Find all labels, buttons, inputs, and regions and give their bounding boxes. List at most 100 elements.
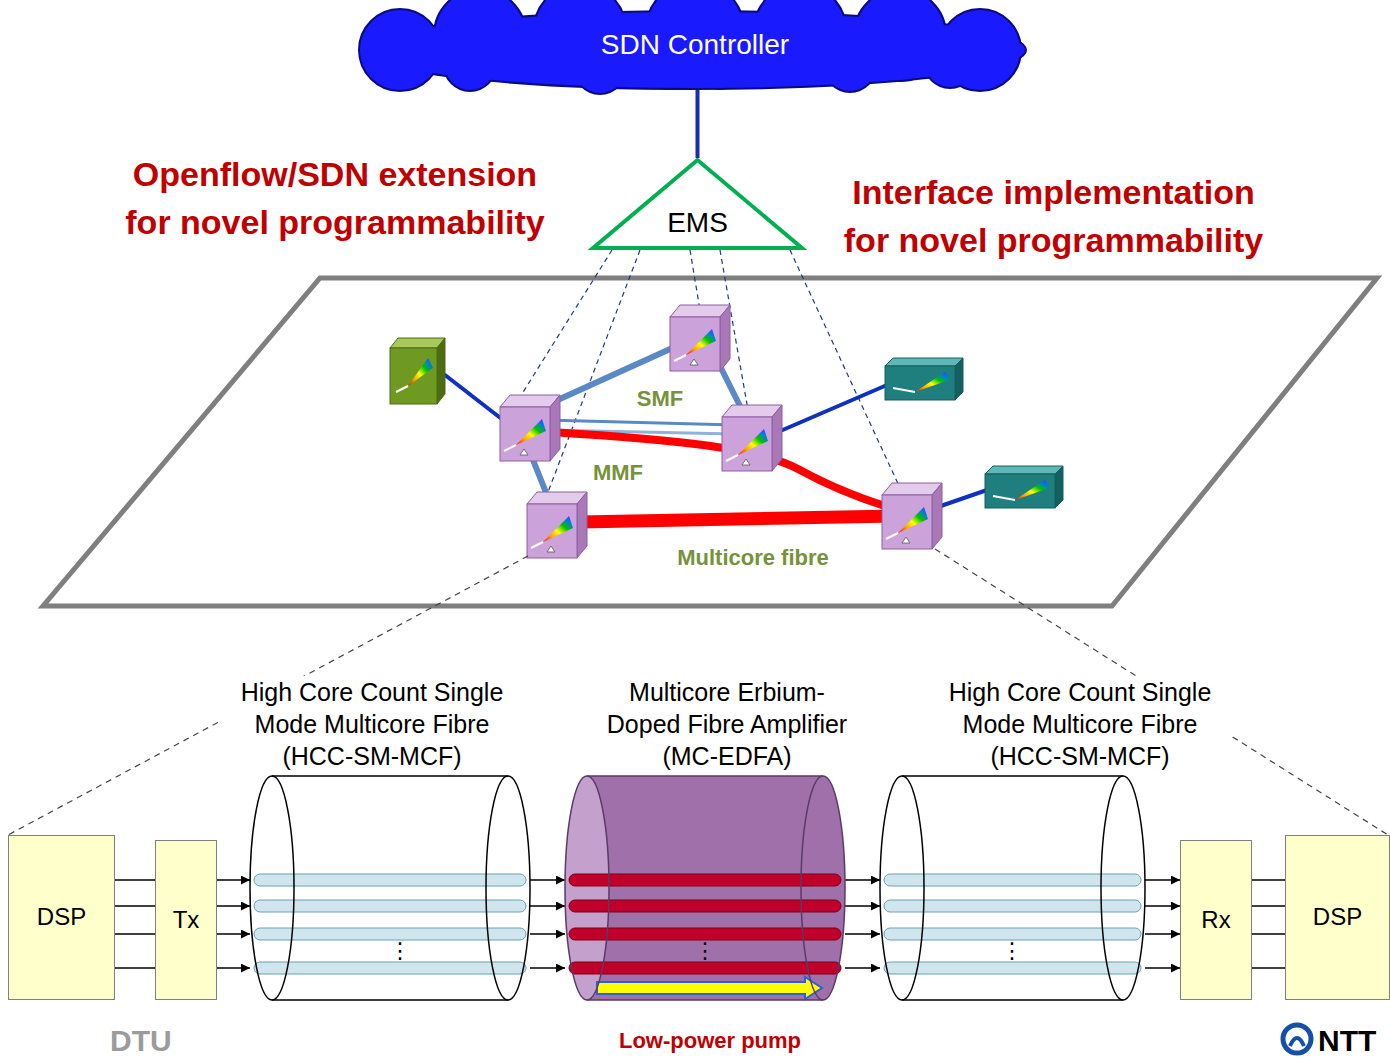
ellipsis-mark: ⋮ (389, 940, 411, 962)
annotation: Interface implementation for novel progr… (826, 168, 1281, 264)
node-label: Tx (173, 906, 200, 935)
management-line (690, 250, 700, 310)
amplifier-fill (565, 776, 845, 1000)
cylinder-end (1101, 776, 1145, 1000)
transceiver-icon (985, 466, 1063, 508)
fibre-line (217, 879, 250, 881)
fibre-line (115, 879, 155, 881)
fibre-line (696, 90, 700, 158)
annotation: Openflow/SDN extension for novel program… (115, 150, 555, 246)
fibre-line (1145, 933, 1180, 935)
node-label: Rx (1201, 906, 1230, 935)
ems-triangle: EMS (590, 158, 805, 250)
management-lines (515, 250, 900, 500)
fibre-line (1252, 933, 1285, 935)
fibre-line (530, 967, 565, 969)
process-box: Tx (155, 840, 217, 1000)
cloud-fill (825, 41, 875, 91)
management-line (790, 250, 900, 488)
fibre-connector (1145, 880, 1180, 968)
fibre-line (530, 933, 565, 935)
fibre-line (845, 967, 880, 969)
doped-core (569, 874, 841, 886)
fibre-line (217, 967, 250, 969)
doped-core (569, 928, 841, 940)
process-box: DSP (8, 835, 115, 1000)
roadm-icon (527, 492, 587, 558)
fibre-line (217, 905, 250, 907)
fibre-core (254, 928, 526, 940)
fibre-core (254, 874, 526, 886)
network-plane (43, 278, 1377, 606)
logo-text: NTT (1318, 1024, 1376, 1058)
cylinder-end (565, 776, 609, 1000)
cylinder-side (272, 776, 508, 1000)
roadm-icon (670, 305, 730, 371)
cylinder-end (880, 776, 924, 1000)
roadm-icon (500, 395, 560, 461)
client-link (935, 490, 987, 508)
fibre-connector (1252, 880, 1285, 968)
cloud-fill (360, 10, 440, 90)
node-label: SDN Controller (601, 28, 789, 62)
ntt-logo-icon (1283, 1025, 1311, 1053)
fibre-connector (845, 880, 880, 968)
component-heading: Multicore Erbium-Doped Fibre Amplifier (… (601, 676, 853, 772)
fibre-line (845, 933, 880, 935)
cloud-outline (360, 10, 440, 90)
node-label: DSP (37, 903, 86, 932)
caption-label: Low-power pump (619, 1028, 801, 1053)
fibre-core (254, 900, 526, 912)
fibre-core (884, 874, 1141, 886)
client-link (778, 385, 887, 432)
triangle-outline (593, 160, 802, 248)
node-label: EMS (667, 206, 728, 240)
fibre-line (115, 905, 155, 907)
smf-link (545, 420, 735, 425)
link-label: Multicore fibre (674, 545, 832, 570)
doped-core (569, 900, 841, 912)
fibre-line (1252, 879, 1285, 881)
transceiver-icon (390, 338, 445, 404)
fibre-line (845, 879, 880, 881)
link-label: MMF (590, 460, 646, 485)
ellipsis-mark: ⋮ (1001, 940, 1023, 962)
logo-swirl (1290, 1038, 1304, 1046)
cloud-outline (445, 40, 495, 90)
amplifier-body (565, 776, 845, 1000)
ellipsis-mark: ⋮ (694, 940, 716, 962)
fibre-connector (530, 880, 565, 968)
node-label: DSP (1313, 903, 1362, 932)
cloud-fill (445, 40, 495, 90)
logo-ring (1283, 1025, 1311, 1053)
link-label: SMF (634, 386, 686, 411)
fibre-core (884, 900, 1141, 912)
cylinder-side (902, 776, 1123, 1000)
projection-line (8, 556, 528, 835)
roadm-icon (882, 483, 942, 549)
controller-cloud: SDN Controller (330, 0, 1060, 90)
multicore-link (580, 516, 895, 522)
fibre-connector (697, 90, 698, 158)
pump-arrow (597, 977, 822, 999)
fibre-core (884, 962, 1141, 974)
cloud-outline (825, 41, 875, 91)
component-heading: High Core Count Single Mode Multicore Fi… (222, 676, 522, 772)
doped-core (569, 962, 841, 974)
cloud-fill (360, 0, 1025, 93)
cylinder-end (250, 776, 294, 1000)
cloud-outline (925, 37, 975, 87)
fibre-core (254, 962, 526, 974)
fibre-cores (254, 874, 1141, 974)
fibre-line (1145, 967, 1180, 969)
fibre-line (115, 967, 155, 969)
fibre-line (217, 933, 250, 935)
fibre-connector (115, 880, 155, 968)
cloud-fill (925, 37, 975, 87)
cylinder-end (486, 776, 530, 1000)
process-box: Rx (1180, 840, 1252, 1000)
fibre-connector (217, 880, 250, 968)
logo-text: DTU (110, 1024, 172, 1058)
fibre-line (845, 905, 880, 907)
